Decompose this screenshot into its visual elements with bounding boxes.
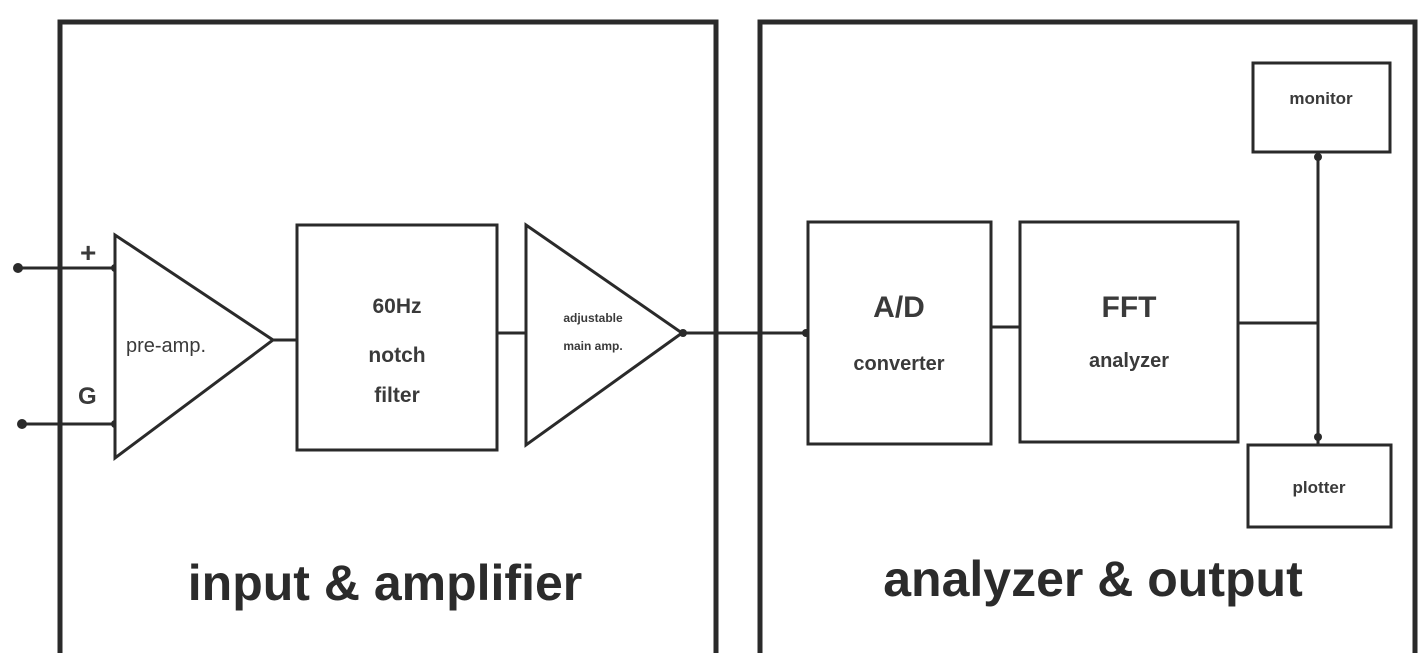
notch-filter-block [295, 223, 499, 452]
main-amp-label-line1: adjustable [563, 311, 623, 325]
monitor-block [1251, 61, 1392, 154]
adc-label-line2: converter [853, 353, 944, 375]
main-amp-triangle [524, 222, 685, 448]
fft-analyzer-block [1018, 220, 1240, 444]
monitor-node [1314, 153, 1322, 161]
input-amplifier-panel [57, 19, 719, 653]
preamp-label: pre-amp. [126, 335, 206, 357]
fft-label-line1: FFT [1102, 291, 1157, 324]
fft-label-line2: analyzer [1089, 350, 1169, 372]
notch-label-line3: filter [374, 384, 420, 407]
plotter-block [1246, 443, 1393, 529]
plotter-node [1314, 433, 1322, 441]
plotter-label: plotter [1293, 478, 1346, 497]
main-amp-label-line2: main amp. [563, 339, 622, 353]
analyzer-output-panel [757, 19, 1418, 653]
monitor-label: monitor [1289, 89, 1353, 108]
ground-input-terminal[interactable] [17, 419, 27, 429]
input-amplifier-title: input & amplifier [188, 555, 582, 611]
notch-label-line2: notch [368, 344, 425, 367]
plus-input-terminal[interactable] [13, 263, 23, 273]
ground-label: G [78, 383, 97, 410]
analyzer-output-title: analyzer & output [883, 551, 1303, 607]
plus-label: + [80, 237, 96, 268]
notch-label-line1: 60Hz [372, 295, 421, 318]
ad-converter-block [806, 220, 993, 446]
preamp-triangle [113, 232, 276, 461]
adc-label-line1: A/D [873, 291, 925, 324]
